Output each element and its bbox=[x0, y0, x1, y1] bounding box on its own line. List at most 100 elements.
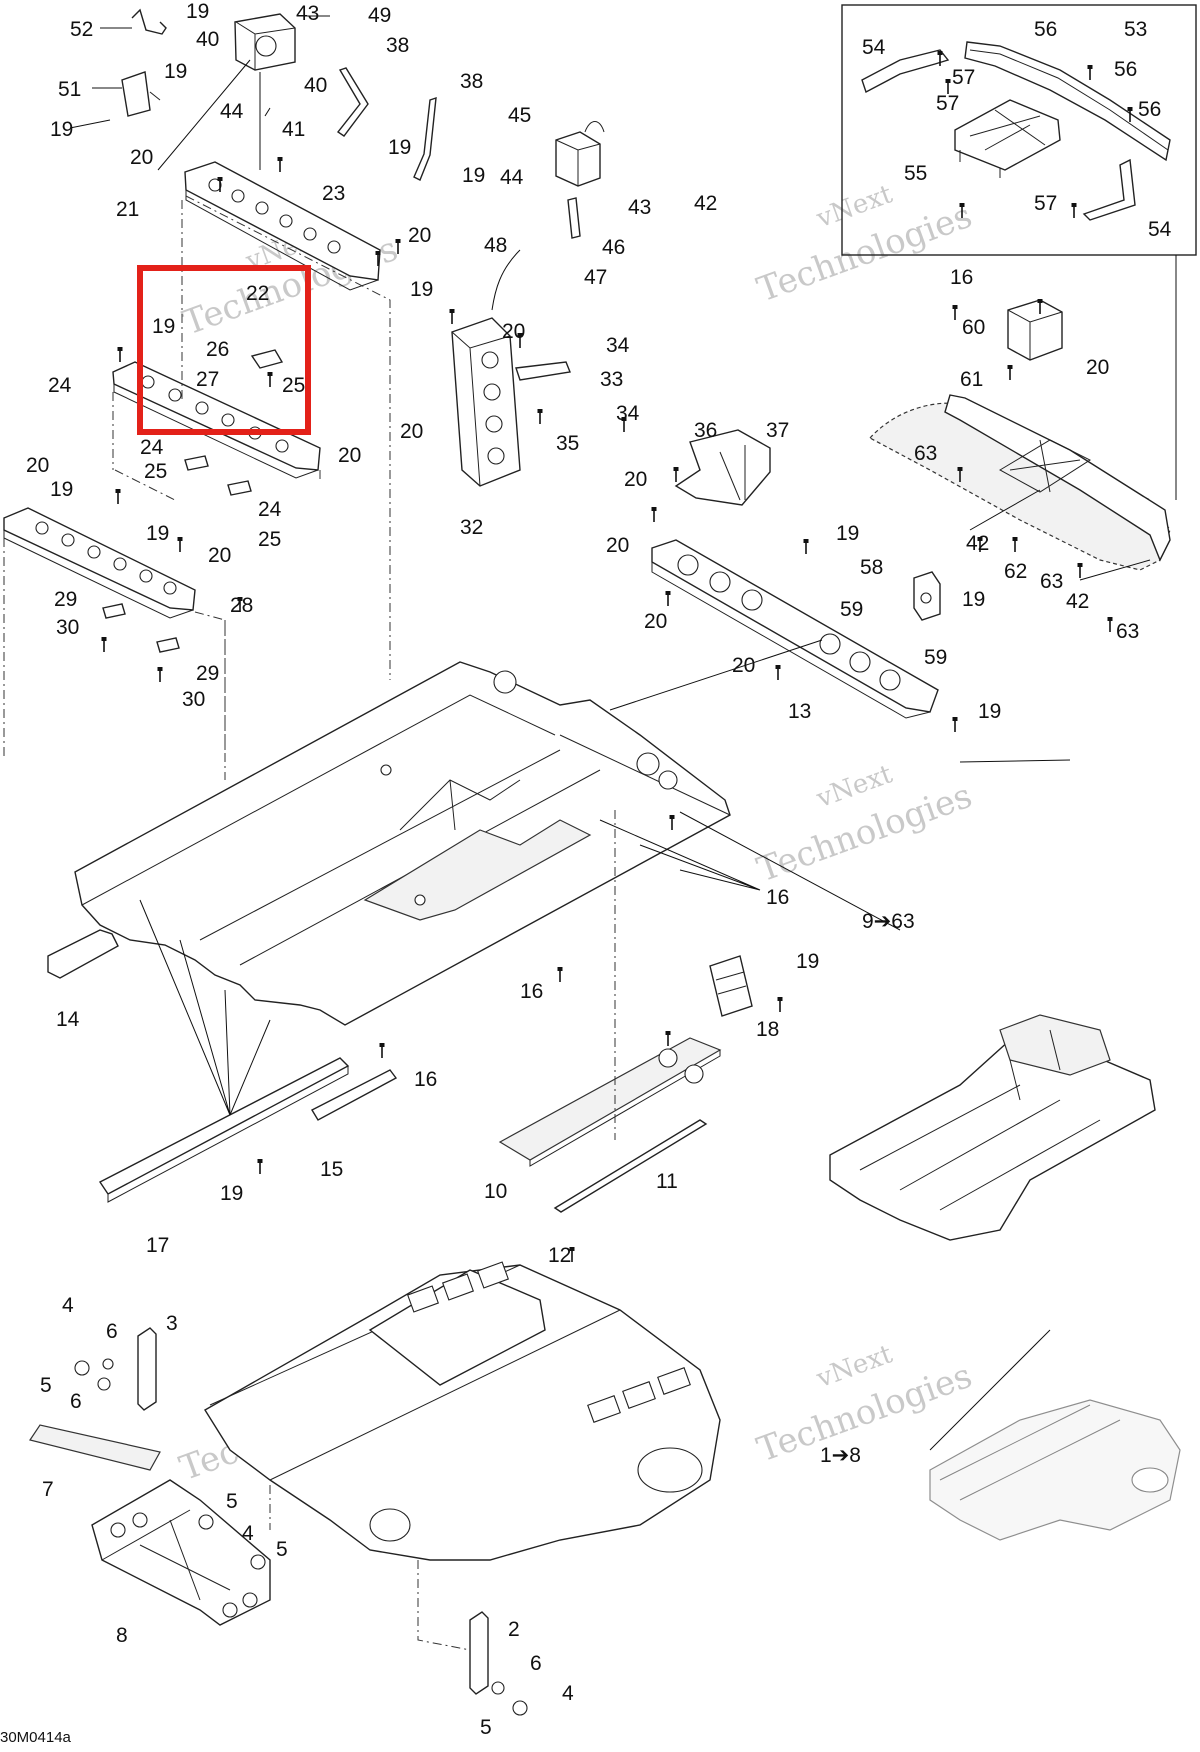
center-top-brackets bbox=[451, 121, 941, 719]
callout-label: 62 bbox=[1004, 560, 1027, 583]
bolt-icon bbox=[257, 1159, 263, 1174]
bolt-icon bbox=[395, 239, 401, 254]
callout-label: 33 bbox=[600, 368, 623, 391]
bolt-icon bbox=[1007, 365, 1013, 380]
callout-label: 12 bbox=[548, 1244, 571, 1267]
callout-label: 16 bbox=[766, 886, 789, 909]
callout-label: 19 bbox=[50, 118, 73, 141]
callout-label: 30 bbox=[56, 616, 79, 639]
callout-label: 19 bbox=[146, 522, 169, 545]
callout-label: 7 bbox=[42, 1478, 54, 1501]
callout-label: 19 bbox=[962, 588, 985, 611]
callout-label: 38 bbox=[386, 34, 409, 57]
callout-label: 6 bbox=[106, 1320, 118, 1343]
bolt-icon bbox=[267, 372, 273, 387]
callout-label: 26 bbox=[206, 338, 229, 361]
callout-label: 17 bbox=[146, 1234, 169, 1257]
callout-label: 42 bbox=[966, 532, 989, 555]
leader-lines bbox=[69, 15, 1177, 1451]
callout-label: 27 bbox=[196, 368, 219, 391]
callout-label: 35 bbox=[556, 432, 579, 455]
callout-label: 23 bbox=[322, 182, 345, 205]
callout-label: 57 bbox=[952, 66, 975, 89]
callout-label: 19 bbox=[50, 478, 73, 501]
bolt-icon bbox=[1087, 65, 1093, 80]
callout-label: 14 bbox=[56, 1008, 80, 1031]
callout-label: 43 bbox=[628, 196, 651, 219]
callout-label: 20 bbox=[644, 610, 667, 633]
callout-label: 11 bbox=[656, 1170, 678, 1193]
callout-label: 20 bbox=[502, 320, 525, 343]
bolt-icon bbox=[277, 157, 283, 172]
rear-bumper-assembly bbox=[869, 299, 1171, 571]
bolt-icon bbox=[537, 409, 543, 424]
callout-label: 59 bbox=[840, 598, 863, 621]
callout-label: 51 bbox=[58, 78, 81, 101]
callout-label: 34 bbox=[606, 334, 630, 357]
callout-label: 18 bbox=[756, 1018, 779, 1041]
callout-label: 19 bbox=[164, 60, 187, 83]
bolt-icon bbox=[449, 309, 455, 324]
callout-label: 5 bbox=[40, 1374, 52, 1397]
callout-label: 55 bbox=[904, 162, 927, 185]
callout-label: 57 bbox=[1034, 192, 1057, 215]
callout-label: 54 bbox=[862, 36, 886, 59]
bolt-icon bbox=[375, 251, 381, 266]
callout-label: 61 bbox=[960, 368, 983, 391]
callout-label: 5 bbox=[226, 1490, 238, 1513]
callout-label: 8 bbox=[116, 1624, 128, 1647]
bolt-icon bbox=[1107, 617, 1113, 632]
callout-label: 20 bbox=[400, 420, 423, 443]
bolt-icon bbox=[945, 79, 951, 94]
callout-label: 20 bbox=[624, 468, 647, 491]
callout-label: 37 bbox=[766, 419, 789, 442]
callout-label: 16 bbox=[950, 266, 973, 289]
callout-label: 19 bbox=[978, 700, 1001, 723]
callout-label: 6 bbox=[70, 1390, 82, 1413]
callout-label: 2 bbox=[508, 1618, 520, 1641]
rear-frame-thumbnail bbox=[929, 1399, 1181, 1541]
callout-label: 46 bbox=[602, 236, 625, 259]
bolt-icon bbox=[1077, 563, 1083, 578]
callout-label: 19 bbox=[388, 136, 411, 159]
callout-label: 20 bbox=[1086, 356, 1109, 379]
bolt-icon bbox=[977, 537, 983, 552]
callout-label: 56 bbox=[1114, 58, 1137, 81]
bolt-icon bbox=[959, 203, 965, 218]
callout-label: 24 bbox=[258, 498, 282, 521]
callout-label: 19 bbox=[186, 0, 209, 23]
callout-label: 1➔8 bbox=[820, 1444, 861, 1467]
callout-label: 52 bbox=[70, 18, 93, 41]
callout-label: 60 bbox=[962, 316, 985, 339]
callout-label: 48 bbox=[484, 234, 507, 257]
bolt-icon bbox=[1071, 203, 1077, 218]
callout-label: 44 bbox=[500, 166, 524, 189]
callout-label: 42 bbox=[1066, 590, 1089, 613]
callout-label: 29 bbox=[54, 588, 77, 611]
callout-label: 45 bbox=[508, 104, 531, 127]
callout-label: 53 bbox=[1124, 18, 1147, 41]
bolt-icon bbox=[665, 591, 671, 606]
callout-label: 40 bbox=[196, 28, 219, 51]
callout-label: 20 bbox=[338, 444, 361, 467]
callout-label: 63 bbox=[1040, 570, 1063, 593]
callout-label: 25 bbox=[258, 528, 281, 551]
callout-label: 32 bbox=[460, 516, 483, 539]
callout-labels: 52 19 51 19 19 40 43 49 40 44 41 38 38 1… bbox=[26, 0, 1172, 1739]
callout-label: 59 bbox=[924, 646, 947, 669]
tunnel-thumbnail bbox=[829, 1014, 1156, 1241]
callout-label: 42 bbox=[694, 192, 717, 215]
callout-label: 19 bbox=[152, 315, 175, 338]
bolt-icon bbox=[673, 467, 679, 482]
bolt-icon bbox=[669, 815, 675, 830]
bolt-icon bbox=[157, 667, 163, 682]
callout-label: 24 bbox=[48, 374, 72, 397]
callout-label: 6 bbox=[530, 1652, 542, 1675]
callout-label: 20 bbox=[208, 544, 231, 567]
callout-label: 20 bbox=[732, 654, 755, 677]
callout-label: 20 bbox=[130, 146, 153, 169]
bolt-icon bbox=[517, 333, 523, 348]
callout-label: 44 bbox=[220, 100, 244, 123]
bolt-icon bbox=[569, 1247, 575, 1262]
